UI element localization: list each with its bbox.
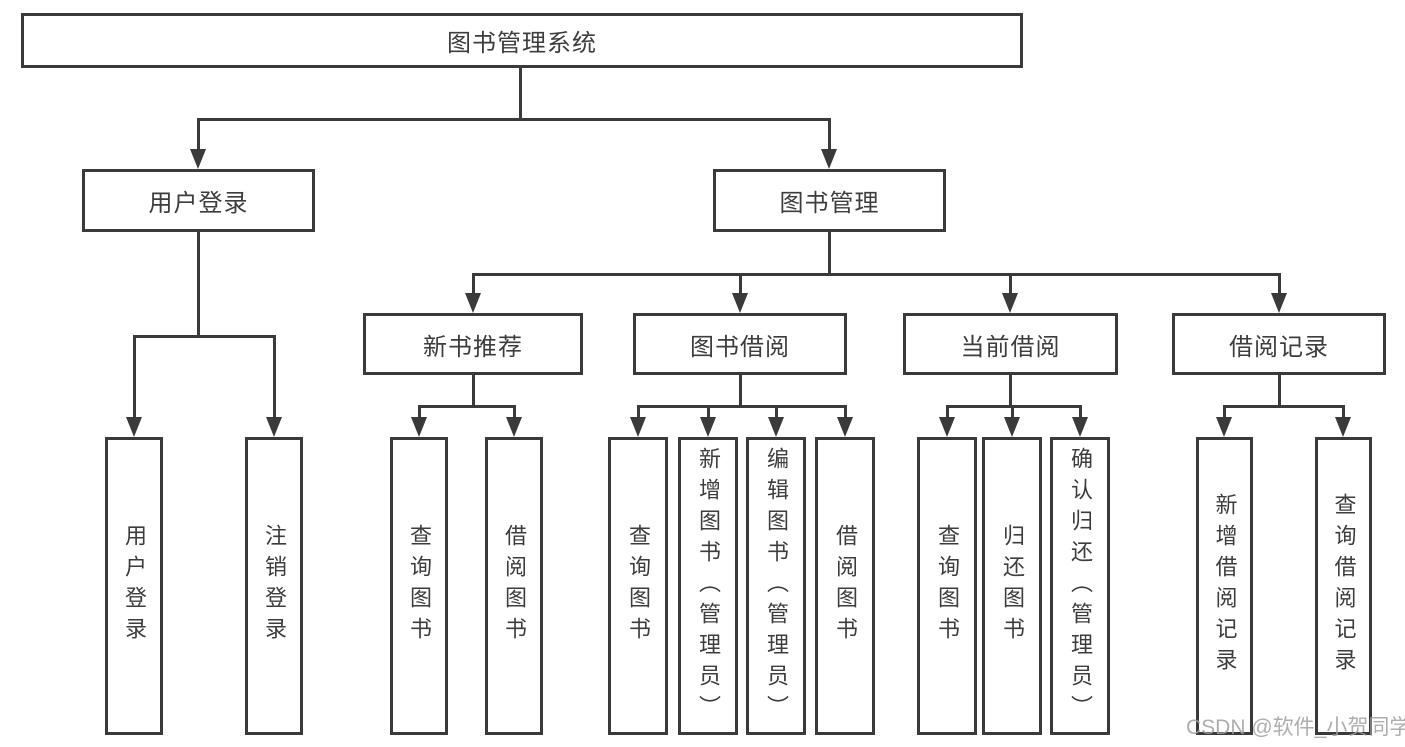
connector xyxy=(1278,375,1281,405)
arrow-down-icon xyxy=(465,293,481,313)
connector xyxy=(133,335,275,338)
connector xyxy=(513,405,516,419)
arrow-down-icon xyxy=(126,417,142,437)
node-label: 确认归还（管理员） xyxy=(1068,446,1093,726)
connector xyxy=(197,118,831,121)
connector xyxy=(828,118,831,152)
connector xyxy=(739,273,742,295)
node-user-login: 用户登录 xyxy=(82,169,315,232)
node-leaf-add-borrow-record: 新增借阅记录 xyxy=(1196,437,1253,735)
connector xyxy=(844,405,847,419)
arrow-down-icon xyxy=(630,417,646,437)
node-leaf-query-books-2: 查询图书 xyxy=(608,437,668,735)
connector xyxy=(1009,273,1012,295)
node-leaf-query-books-1: 查询图书 xyxy=(390,437,448,735)
node-leaf-confirm-return-admin: 确认归还（管理员） xyxy=(1050,437,1110,735)
connector xyxy=(418,405,516,408)
connector xyxy=(472,375,475,405)
node-label: 借阅图书 xyxy=(833,524,858,648)
node-leaf-logout: 注销登录 xyxy=(245,437,303,735)
connector xyxy=(133,335,136,419)
node-leaf-query-books-3: 查询图书 xyxy=(917,437,977,735)
node-leaf-query-borrow-record: 查询借阅记录 xyxy=(1315,437,1372,735)
node-leaf-borrow-books-2: 借阅图书 xyxy=(815,437,875,735)
arrow-down-icon xyxy=(1002,293,1018,313)
node-borrow-records: 借阅记录 xyxy=(1172,313,1386,375)
node-label: 用户登录 xyxy=(122,524,147,648)
connector xyxy=(1278,273,1281,295)
node-label: 借阅图书 xyxy=(502,524,527,648)
arrow-down-icon xyxy=(732,293,748,313)
connector xyxy=(197,118,200,152)
connector xyxy=(472,273,475,295)
node-leaf-add-books-admin: 新增图书（管理员） xyxy=(678,437,738,735)
connector xyxy=(1009,375,1012,405)
node-book-borrow: 图书借阅 xyxy=(633,313,847,375)
connector xyxy=(519,67,522,119)
arrow-down-icon xyxy=(821,149,837,169)
node-leaf-borrow-books-1: 借阅图书 xyxy=(485,437,543,735)
node-leaf-edit-books-admin: 编辑图书（管理员） xyxy=(746,437,806,735)
arrow-down-icon xyxy=(1271,293,1287,313)
connector xyxy=(1223,405,1344,408)
connector xyxy=(946,405,1081,408)
arrow-down-icon xyxy=(266,417,282,437)
node-label: 新增借阅记录 xyxy=(1212,493,1238,679)
connector xyxy=(197,232,200,335)
connector xyxy=(946,405,949,419)
arrow-down-icon xyxy=(700,417,716,437)
connector xyxy=(775,405,778,419)
connector xyxy=(1342,405,1345,419)
node-leaf-user-login: 用户登录 xyxy=(105,437,163,735)
connector xyxy=(1011,405,1014,419)
csdn-watermark: CSDN @软件_小贺同学 xyxy=(1186,716,1405,739)
arrow-down-icon xyxy=(506,417,522,437)
node-label: 查询借阅记录 xyxy=(1331,493,1357,679)
arrow-down-icon xyxy=(768,417,784,437)
node-root: 图书管理系统 xyxy=(21,13,1023,68)
connector xyxy=(472,273,1280,276)
connector xyxy=(828,232,831,273)
node-leaf-return-books: 归还图书 xyxy=(982,437,1042,735)
arrow-down-icon xyxy=(1335,417,1351,437)
arrow-down-icon xyxy=(411,417,427,437)
node-label: 查询图书 xyxy=(626,524,651,648)
node-label: 注销登录 xyxy=(262,524,287,648)
connector xyxy=(273,335,276,419)
connector xyxy=(739,375,742,405)
connector xyxy=(637,405,846,408)
connector xyxy=(707,405,710,419)
connector xyxy=(1079,405,1082,419)
node-label: 编辑图书（管理员） xyxy=(764,446,789,726)
node-label: 查询图书 xyxy=(935,524,960,648)
connector xyxy=(637,405,640,419)
arrow-down-icon xyxy=(1216,417,1232,437)
arrow-down-icon xyxy=(837,417,853,437)
node-label: 归还图书 xyxy=(1000,524,1025,648)
node-new-book-recommend: 新书推荐 xyxy=(363,313,583,375)
arrow-down-icon xyxy=(1004,417,1020,437)
node-current-borrow: 当前借阅 xyxy=(903,313,1118,375)
connector xyxy=(1223,405,1226,419)
arrow-down-icon xyxy=(190,149,206,169)
arrow-down-icon xyxy=(939,417,955,437)
node-label: 新增图书（管理员） xyxy=(696,446,721,726)
node-book-management: 图书管理 xyxy=(713,169,946,232)
arrow-down-icon xyxy=(1072,417,1088,437)
connector xyxy=(418,405,421,419)
node-label: 查询图书 xyxy=(407,524,432,648)
